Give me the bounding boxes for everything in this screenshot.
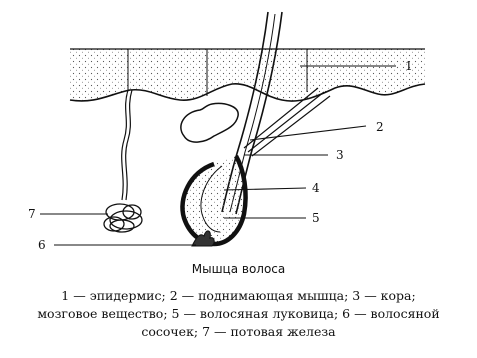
- callout-1: 1: [405, 60, 413, 72]
- hair-bulb: [182, 156, 245, 244]
- callout-5: 5: [312, 212, 320, 224]
- figure-caption-title: Мышца волоса: [0, 262, 477, 276]
- legend-line-1: 1 — эпидермис; 2 — поднимающая мышца; 3 …: [0, 288, 477, 303]
- callout-7: 7: [28, 208, 36, 220]
- sweat-gland: [104, 90, 142, 232]
- sebaceous-gland: [181, 104, 238, 143]
- epidermis-layer: [70, 49, 425, 101]
- callout-6: 6: [38, 239, 46, 251]
- legend-line-2: мозговое вещество; 5 — волосяная луковиц…: [0, 306, 477, 321]
- callout-2: 2: [376, 121, 384, 133]
- legend-line-3: сосочек; 7 — потовая железа: [0, 324, 477, 339]
- hair-follicle-diagram: [0, 0, 477, 260]
- callout-4: 4: [312, 182, 320, 194]
- callout-3: 3: [336, 149, 344, 161]
